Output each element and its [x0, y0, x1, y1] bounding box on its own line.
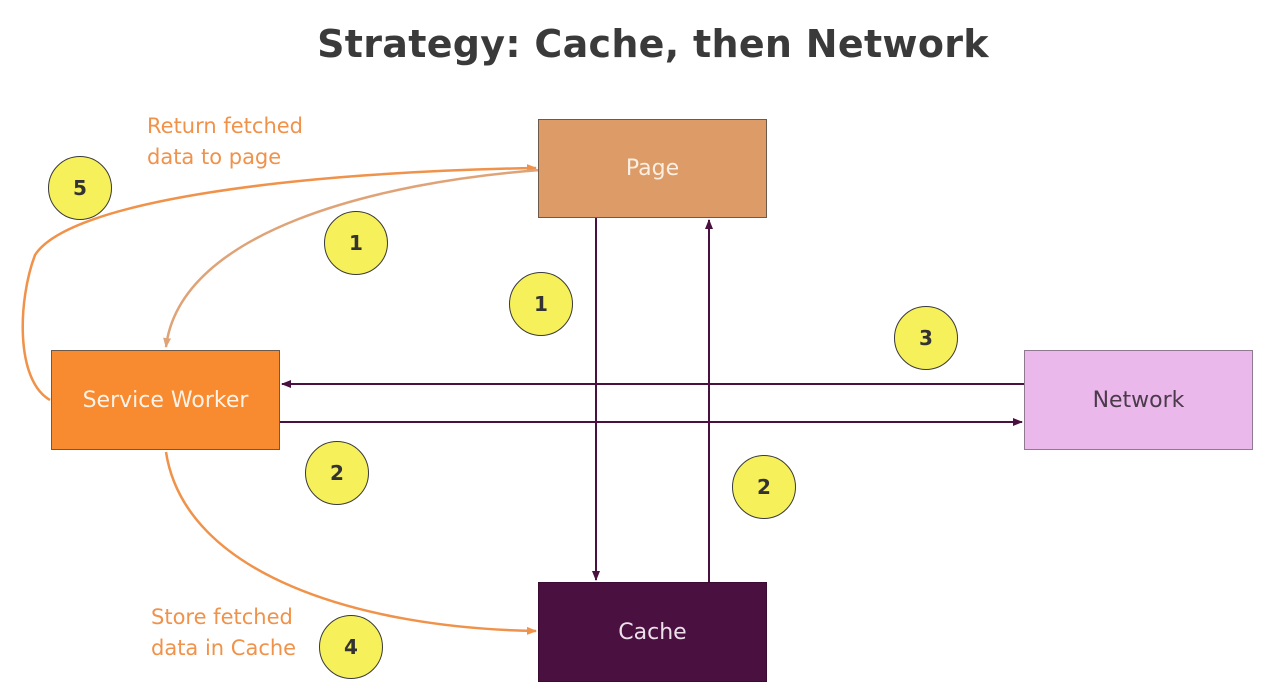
step-badge-2-sw-to-network: 2 [305, 441, 369, 505]
step-badge-3: 3 [894, 306, 958, 370]
step-badge-1-page-to-cache: 1 [509, 272, 573, 336]
arrow-sw-to-page [21, 164, 537, 402]
cache-node: Cache [538, 582, 767, 682]
store-note-line-1: Store fetched [151, 605, 293, 629]
service-worker-node: Service Worker [51, 350, 280, 450]
return-note-line-2: data to page [147, 145, 282, 169]
diagram-title: Strategy: Cache, then Network [317, 22, 989, 66]
step-badge-1-page-to-sw: 1 [324, 211, 388, 275]
step-badge-5: 5 [48, 156, 112, 220]
arrow-page-to-sw [163, 168, 541, 348]
page-node: Page [538, 119, 767, 218]
network-node: Network [1024, 350, 1253, 450]
return-note-line-1: Return fetched [147, 114, 304, 138]
step-badge-4: 4 [319, 615, 383, 679]
step-badge-2-cache-to-page: 2 [732, 455, 796, 519]
arrow-sw-to-cache [164, 451, 537, 635]
store-note-line-2: data in Cache [151, 636, 297, 660]
return-data-note: Return fetched data to page [147, 111, 303, 173]
store-data-note: Store fetched data in Cache [151, 602, 296, 664]
